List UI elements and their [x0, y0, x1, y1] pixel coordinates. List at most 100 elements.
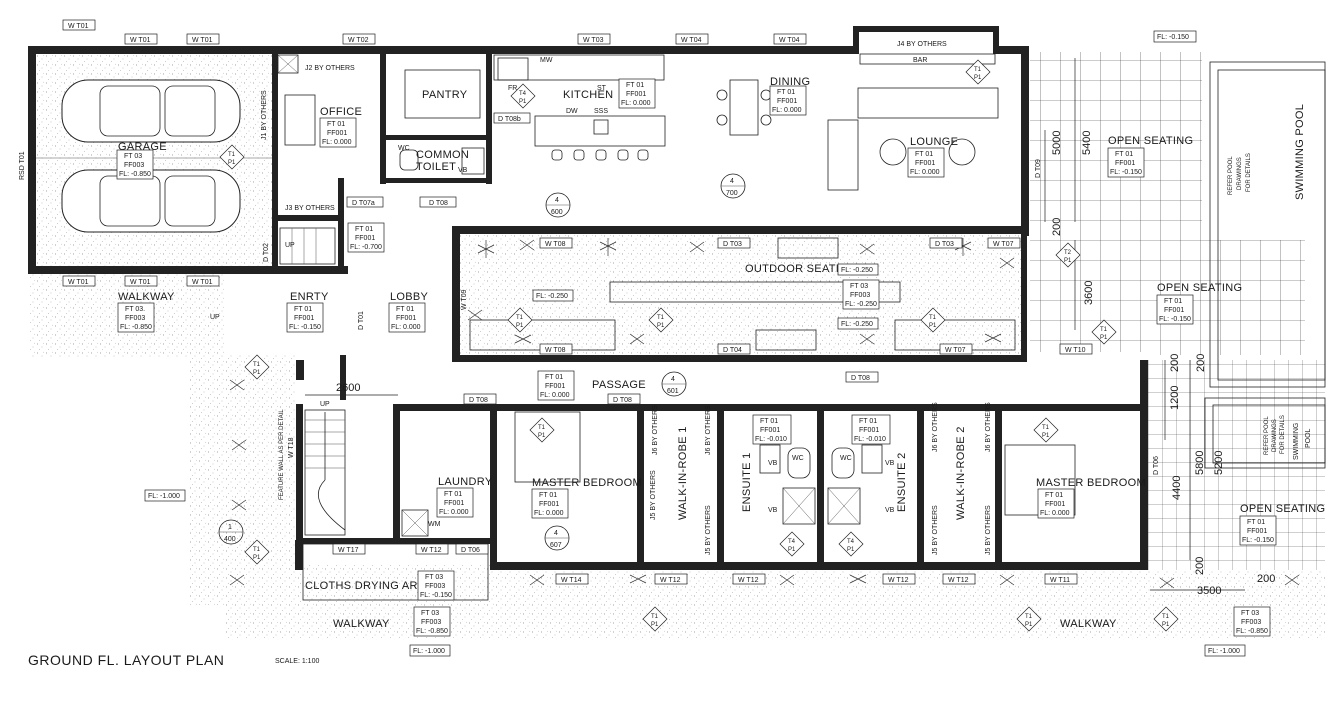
svg-text:FF003: FF003	[425, 583, 445, 590]
svg-text:WC: WC	[840, 455, 852, 462]
svg-text:UP: UP	[285, 242, 295, 249]
svg-text:D T09: D T09	[1035, 159, 1042, 178]
svg-text:FL: 0.000: FL: 0.000	[772, 107, 802, 114]
svg-text:D T04: D T04	[723, 347, 742, 354]
svg-text:J3 BY OTHERS: J3 BY OTHERS	[285, 205, 335, 212]
svg-text:FL: -1.000: FL: -1.000	[413, 648, 445, 655]
svg-text:P1: P1	[1162, 622, 1170, 628]
svg-text:FF001: FF001	[294, 315, 314, 322]
open-seating-deck-lower	[1145, 360, 1325, 570]
pantry-counter-icon	[404, 69, 481, 119]
svg-text:P1: P1	[1025, 622, 1033, 628]
svg-text:FT 01: FT 01	[355, 226, 373, 233]
svg-text:FF001: FF001	[777, 98, 797, 105]
svg-text:REFER POOL: REFER POOL	[1264, 416, 1270, 455]
svg-text:FL: 0.000: FL: 0.000	[322, 139, 352, 146]
room-label-wir-1: WALK-IN-ROBE 1	[677, 426, 689, 520]
room-label-master-bedroom-1: MASTER BEDROOM	[532, 477, 642, 489]
room-label-bar: BAR	[913, 57, 927, 64]
kitchen-counter-icon	[493, 54, 665, 81]
svg-text:FF001: FF001	[539, 501, 559, 508]
svg-text:W T01: W T01	[130, 279, 151, 286]
svg-text:FT 01: FT 01	[1045, 492, 1063, 499]
svg-text:FL: -0.850: FL: -0.850	[1236, 628, 1268, 635]
svg-text:FL: -0.250: FL: -0.250	[536, 293, 568, 300]
svg-text:3600: 3600	[1083, 281, 1095, 305]
ensuite-fixtures	[759, 444, 883, 525]
room-label-kitchen: KITCHEN	[563, 89, 613, 101]
svg-text:FL: -0.150: FL: -0.150	[1157, 34, 1189, 41]
swimming-pool-upper-inner	[1217, 69, 1326, 381]
room-label-cloths-drying: CLOTHS DRYING AREA	[305, 580, 433, 592]
svg-text:5400: 5400	[1081, 131, 1093, 155]
svg-text:WC: WC	[398, 145, 410, 152]
svg-text:P1: P1	[657, 323, 665, 329]
svg-text:REFER POOL: REFER POOL	[1228, 156, 1234, 195]
svg-text:J6 BY OTHERS: J6 BY OTHERS	[705, 405, 712, 455]
svg-text:FF001: FF001	[1115, 160, 1135, 167]
svg-text:FL: -0.850: FL: -0.850	[120, 324, 152, 331]
dimension-labels: 2600 5000 5400 200 3600 200 1200 200 440…	[336, 131, 1275, 597]
svg-text:D T06: D T06	[461, 547, 480, 554]
svg-text:FT 01: FT 01	[444, 491, 462, 498]
svg-text:T2: T2	[1064, 250, 1072, 256]
room-label-walkway: WALKWAY	[118, 291, 175, 303]
room-label-open-seating-2: OPEN SEATING	[1157, 282, 1242, 294]
svg-text:UP: UP	[210, 314, 220, 321]
svg-text:FF001: FF001	[444, 500, 464, 507]
walkway-bottom-ground	[225, 565, 1325, 640]
svg-text:P1: P1	[228, 160, 236, 166]
svg-text:W T08: W T08	[545, 241, 566, 248]
svg-text:D T08b: D T08b	[498, 116, 521, 123]
svg-text:FT 01: FT 01	[859, 418, 877, 425]
vanity-icon	[461, 147, 485, 175]
svg-text:RSD T01: RSD T01	[19, 151, 26, 180]
svg-text:W T02: W T02	[348, 37, 369, 44]
svg-text:T1: T1	[228, 152, 236, 158]
drawing-scale: SCALE: 1:100	[275, 658, 319, 665]
svg-text:W T12: W T12	[421, 547, 442, 554]
office-bench-icon	[277, 54, 299, 74]
svg-text:P1: P1	[253, 555, 261, 561]
svg-text:607: 607	[550, 542, 562, 549]
side-garden-ground	[190, 355, 295, 605]
svg-text:200: 200	[1194, 557, 1206, 575]
svg-text:UP: UP	[320, 401, 330, 408]
svg-text:W T09: W T09	[461, 289, 468, 310]
svg-text:FL: -0.010: FL: -0.010	[854, 436, 886, 443]
svg-text:D T03: D T03	[723, 241, 742, 248]
svg-text:5800: 5800	[1194, 451, 1206, 475]
svg-text:FL: -0.250: FL: -0.250	[845, 301, 877, 308]
svg-text:T1: T1	[516, 315, 524, 321]
room-label-master-bedroom-2: MASTER BEDROOM	[1036, 477, 1146, 489]
svg-text:W T17: W T17	[338, 547, 359, 554]
svg-text:FF003: FF003	[1241, 619, 1261, 626]
svg-text:T1: T1	[1100, 327, 1108, 333]
toilet-icon	[399, 149, 419, 171]
svg-text:FT 01: FT 01	[1247, 519, 1265, 526]
svg-text:FF001: FF001	[355, 235, 375, 242]
svg-text:FL: 0.000: FL: 0.000	[439, 509, 469, 516]
svg-text:T4: T4	[847, 539, 855, 545]
svg-text:FT 01: FT 01	[327, 121, 345, 128]
svg-text:FT 01: FT 01	[626, 82, 644, 89]
svg-text:3500: 3500	[1197, 585, 1221, 597]
svg-text:FT 01: FT 01	[1164, 298, 1182, 305]
stair-icon	[304, 409, 346, 536]
svg-text:FL: 0.000: FL: 0.000	[1040, 510, 1070, 517]
svg-text:P1: P1	[253, 370, 261, 376]
svg-text:W T18: W T18	[288, 437, 295, 458]
lounge-table-icon	[948, 138, 976, 166]
svg-text:W T12: W T12	[660, 577, 681, 584]
svg-text:W T01: W T01	[130, 37, 151, 44]
svg-text:W T01: W T01	[68, 279, 89, 286]
svg-text:FL: -0.150: FL: -0.150	[1159, 316, 1191, 323]
svg-text:T1: T1	[651, 614, 659, 620]
svg-text:W T12: W T12	[888, 577, 909, 584]
svg-text:W T12: W T12	[738, 577, 759, 584]
room-label-wir-2: WALK-IN-ROBE 2	[955, 426, 967, 520]
svg-text:T1: T1	[974, 67, 982, 73]
room-label-walkway-bottom-1: WALKWAY	[333, 618, 390, 630]
